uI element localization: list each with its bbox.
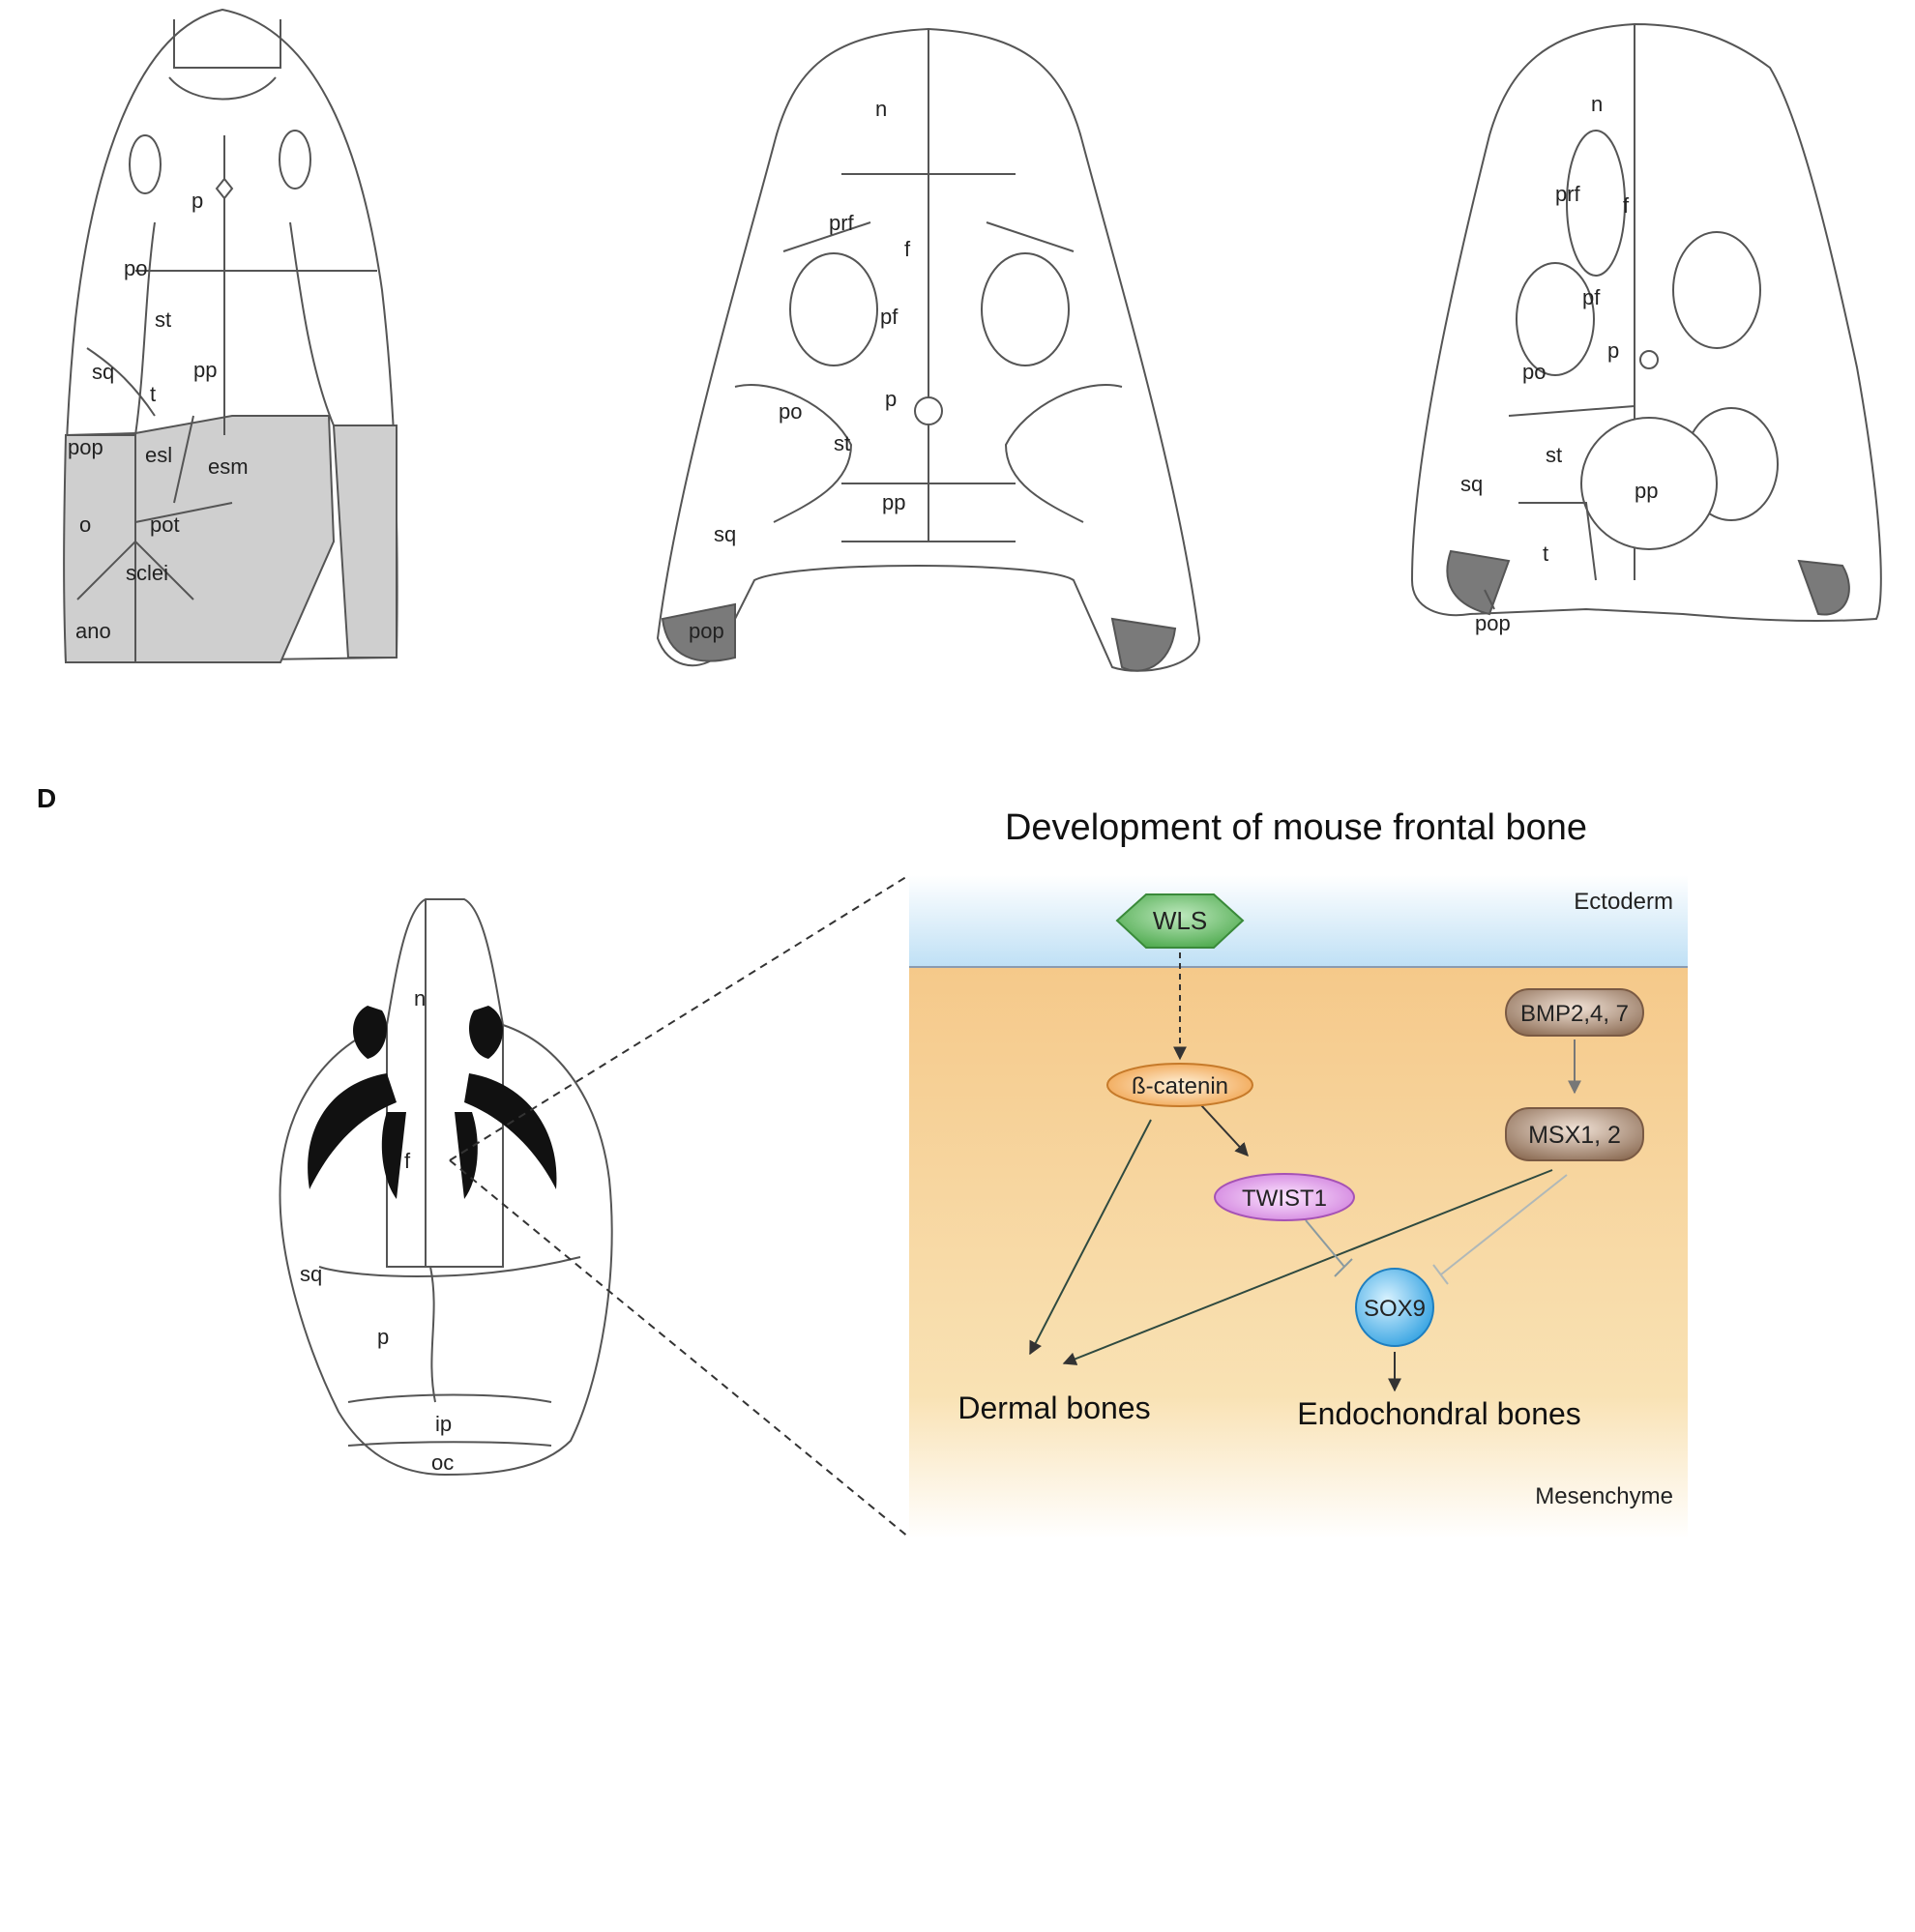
skull-a-label-sclei: sclei	[126, 561, 168, 585]
skull-a-label-t: t	[150, 382, 156, 406]
skull-d-label-ip: ip	[435, 1412, 452, 1436]
node-msx	[1505, 1107, 1644, 1161]
skull-d: n f sq p ip oc	[279, 898, 613, 1477]
edge-twist-sox9	[1305, 1219, 1345, 1268]
skull-b: n prf f pf p po st pp sq pop	[656, 27, 1201, 672]
skull-a-label-st: st	[155, 307, 171, 332]
skull-b-label-st: st	[834, 431, 850, 455]
edge-msx-sox9	[1440, 1174, 1568, 1275]
skull-a-label-p: p	[192, 189, 203, 213]
pathway-diagram: Development of mouse frontal bone Ectode…	[909, 807, 1688, 1538]
zoom-line-top	[449, 874, 910, 1161]
node-bmp-label: BMP2,4, 7	[1520, 1001, 1629, 1027]
skull-a-label-pop: pop	[68, 435, 103, 459]
skull-a-label-esl: esl	[145, 443, 172, 467]
ectoderm-label: Ectoderm	[1574, 889, 1673, 915]
skull-c-label-p: p	[1607, 338, 1619, 363]
skull-b-label-f: f	[904, 237, 911, 261]
skull-a-label-sq: sq	[92, 360, 114, 384]
skull-c-label-prf: prf	[1555, 182, 1581, 206]
skull-b-label-pop: pop	[689, 619, 724, 643]
outcome-endochondral: Endochondral bones	[1297, 1396, 1581, 1431]
node-wls-label: WLS	[1153, 906, 1207, 935]
skull-d-label-n: n	[414, 986, 426, 1010]
skull-b-label-po: po	[779, 399, 802, 424]
skull-b-label-prf: prf	[829, 211, 855, 235]
node-sox9-label: SOX9	[1364, 1296, 1426, 1322]
node-bmp	[1505, 988, 1644, 1037]
skull-d-label-sq: sq	[300, 1262, 322, 1286]
skull-c-label-pop: pop	[1475, 611, 1511, 635]
node-msx-label: MSX1, 2	[1528, 1122, 1621, 1149]
outcome-dermal: Dermal bones	[958, 1390, 1150, 1425]
edge-beta-dermal	[1029, 1119, 1152, 1356]
skull-c-label-st: st	[1546, 443, 1562, 467]
skull-a-label-pp: pp	[193, 358, 217, 382]
skull-b-label-n: n	[875, 97, 887, 121]
skull-c-label-f: f	[1623, 193, 1630, 218]
skull-d-label-f: f	[404, 1149, 411, 1173]
pathway-title: Development of mouse frontal bone	[1005, 807, 1587, 848]
skull-c-label-po: po	[1522, 360, 1546, 384]
node-twist1-label: TWIST1	[1242, 1186, 1327, 1212]
skull-c-label-pp: pp	[1635, 479, 1658, 503]
edge-msx-dermal	[1062, 1169, 1553, 1365]
node-beta-catenin-label: ß-catenin	[1132, 1073, 1228, 1099]
skull-a-label-o: o	[79, 512, 91, 537]
skull-d-label-oc: oc	[431, 1450, 454, 1475]
mesenchyme-layer	[909, 968, 1688, 1538]
node-beta-catenin	[1106, 1063, 1253, 1107]
skull-a-label-ano: ano	[75, 619, 111, 643]
skull-a-label-pot: pot	[150, 512, 180, 537]
node-twist1	[1214, 1173, 1355, 1221]
skull-c: n prf f pf p po st pp sq t pop	[1410, 22, 1882, 635]
skull-b-label-p: p	[885, 387, 897, 411]
skull-c-label-pf: pf	[1582, 285, 1601, 309]
panel-d-label: D	[37, 783, 56, 813]
skull-b-label-sq: sq	[714, 522, 736, 546]
skull-c-label-n: n	[1591, 92, 1603, 116]
mesenchyme-label: Mesenchyme	[1535, 1483, 1673, 1509]
node-sox9	[1355, 1268, 1434, 1347]
skull-a-label-po: po	[124, 256, 147, 280]
skull-c-label-t: t	[1543, 542, 1548, 566]
skull-b-label-pp: pp	[882, 490, 905, 514]
skull-c-label-sq: sq	[1460, 472, 1483, 496]
zoom-line-bottom	[449, 1159, 910, 1538]
skull-a: p po st sq t pp pop esl esm o pot sclei …	[63, 8, 398, 664]
skull-d-label-p: p	[377, 1325, 389, 1349]
edge-beta-twist	[1200, 1104, 1249, 1157]
node-wls	[1115, 893, 1245, 949]
ectoderm-layer	[909, 875, 1688, 967]
skull-a-label-esm: esm	[208, 454, 249, 479]
skull-b-label-pf: pf	[880, 305, 899, 329]
